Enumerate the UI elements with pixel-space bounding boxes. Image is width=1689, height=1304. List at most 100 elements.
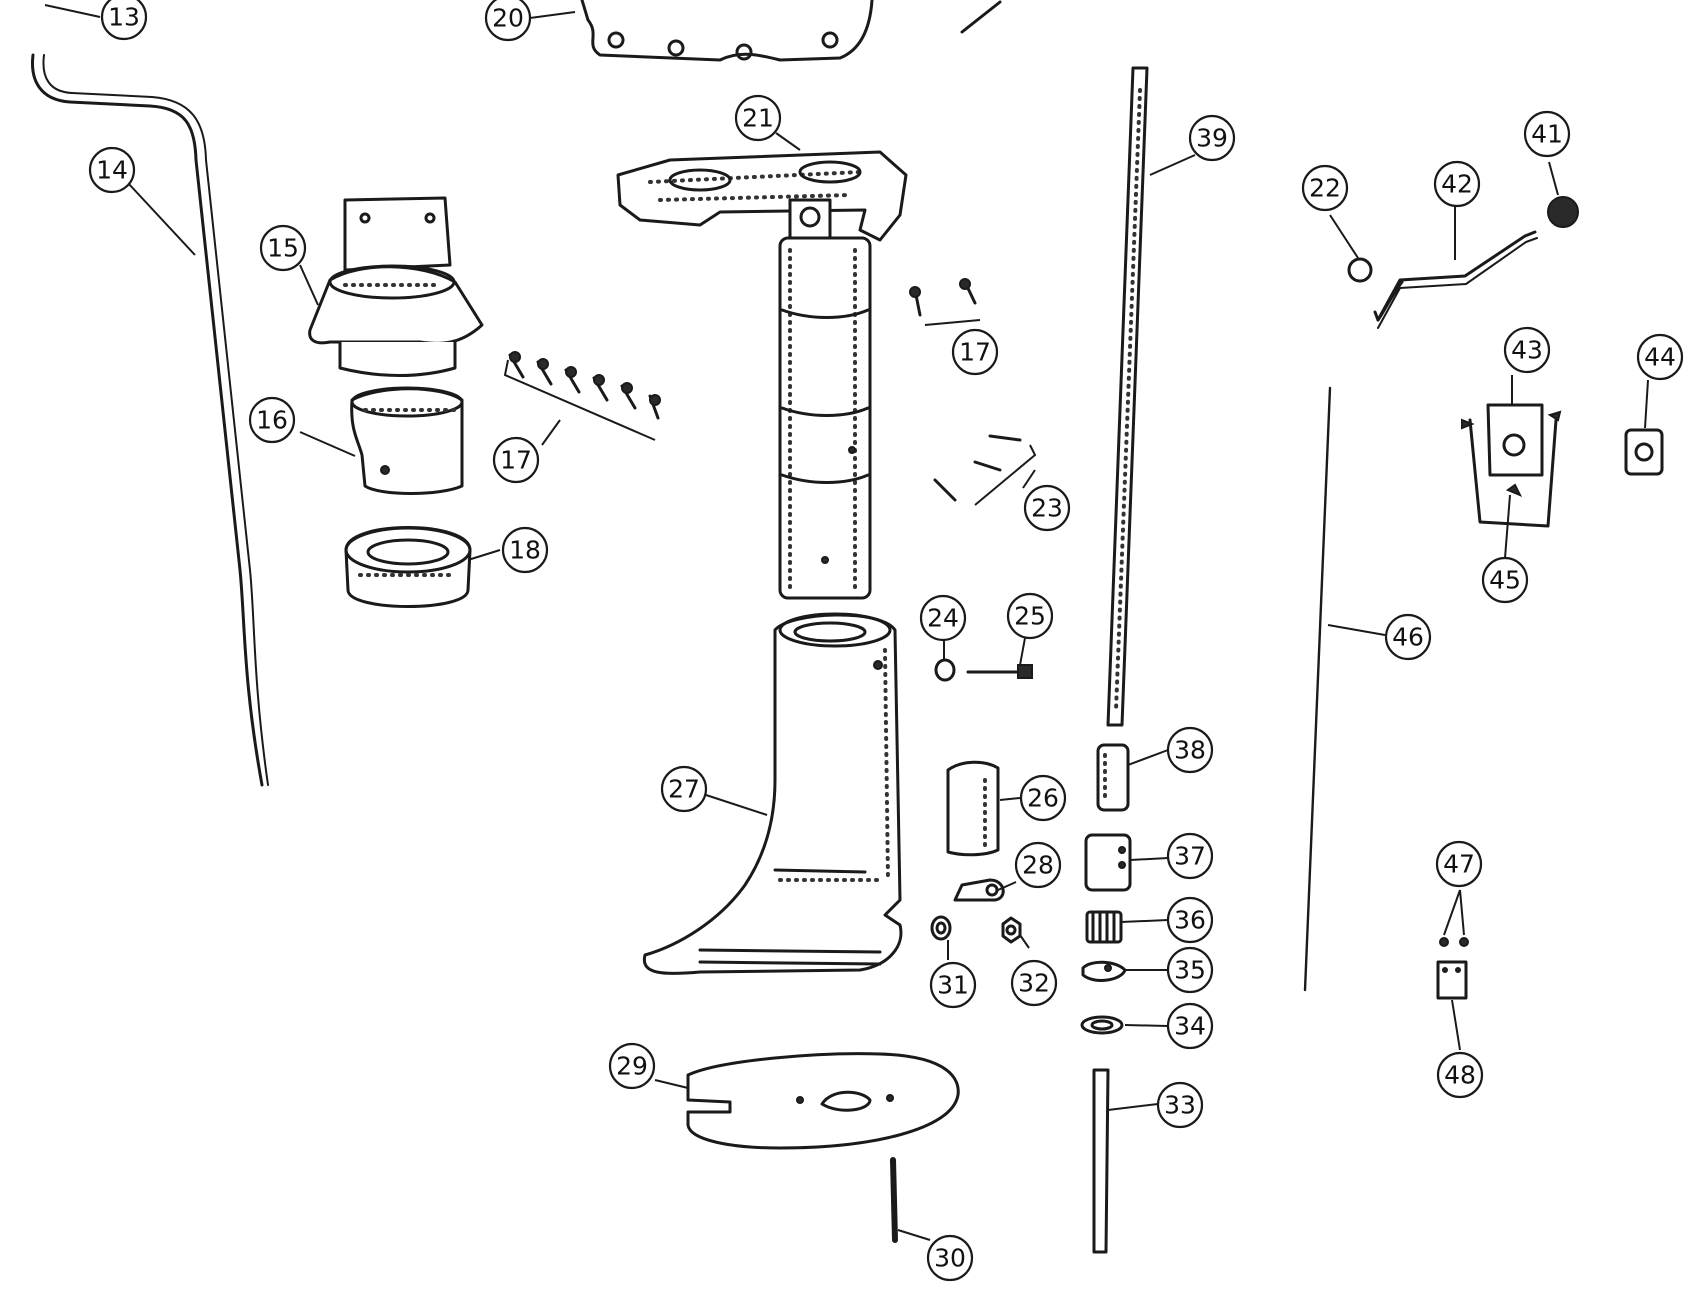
svg-text:13: 13 <box>108 3 140 32</box>
part-23-pins <box>933 434 1037 506</box>
callout-16: 16 <box>248 396 296 444</box>
part-44-plate <box>1624 428 1664 476</box>
svg-text:31: 31 <box>937 971 969 1000</box>
part-39-drive-shaft <box>1106 66 1149 727</box>
callout-24: 24 <box>919 594 967 642</box>
callout-15: 15 <box>259 224 307 272</box>
leader-lines <box>44 4 1649 1241</box>
svg-text:37: 37 <box>1174 842 1206 871</box>
svg-text:15: 15 <box>267 234 299 263</box>
svg-text:42: 42 <box>1441 170 1473 199</box>
callout-28: 28 <box>1014 841 1062 889</box>
callout-20: 20 <box>484 0 532 42</box>
callout-25: 25 <box>1006 592 1054 640</box>
svg-text:36: 36 <box>1174 906 1206 935</box>
part-36-gear <box>1085 910 1123 944</box>
part-26-insert <box>946 760 1000 857</box>
svg-text:27: 27 <box>668 775 700 804</box>
part-21-adapter-housing <box>616 150 908 600</box>
part-42-lever <box>1373 230 1538 329</box>
callout-17-right: 17 <box>951 328 999 376</box>
svg-text:39: 39 <box>1196 124 1228 153</box>
svg-text:43: 43 <box>1511 336 1543 365</box>
callout-38: 38 <box>1166 726 1214 774</box>
svg-text:35: 35 <box>1174 956 1206 985</box>
callout-35: 35 <box>1166 946 1214 994</box>
callout-37: 37 <box>1166 832 1214 880</box>
svg-text:38: 38 <box>1174 736 1206 765</box>
part-35-plate <box>1081 960 1127 982</box>
part-48-block <box>1436 960 1468 1000</box>
callout-14: 14 <box>88 146 136 194</box>
part-41-knob <box>1547 196 1579 228</box>
part-34-washer <box>1080 1015 1124 1035</box>
part-15-mount-cup <box>308 196 484 377</box>
svg-text:17: 17 <box>500 446 532 475</box>
callout-31: 31 <box>929 961 977 1009</box>
part-22-ring <box>1347 257 1373 283</box>
callout-44: 44 <box>1636 333 1684 381</box>
svg-text:45: 45 <box>1489 566 1521 595</box>
part-14-rod <box>30 53 269 787</box>
callout-29: 29 <box>608 1042 656 1090</box>
callout-32: 32 <box>1010 959 1058 1007</box>
callout-43: 43 <box>1503 326 1551 374</box>
callout-18: 18 <box>501 526 549 574</box>
callout-22: 22 <box>1301 164 1349 212</box>
svg-text:16: 16 <box>256 406 288 435</box>
svg-text:30: 30 <box>934 1244 966 1273</box>
svg-text:48: 48 <box>1444 1061 1476 1090</box>
callout-42: 42 <box>1433 160 1481 208</box>
svg-text:23: 23 <box>1031 494 1063 523</box>
part-28-bracket <box>953 878 1005 902</box>
callout-23: 23 <box>1023 484 1071 532</box>
part-30-stud <box>890 1157 898 1243</box>
svg-text:44: 44 <box>1644 343 1676 372</box>
callout-21: 21 <box>734 94 782 142</box>
callout-27: 27 <box>660 765 708 813</box>
part-25-bolt <box>966 664 1033 679</box>
svg-text:22: 22 <box>1309 174 1341 203</box>
svg-text:32: 32 <box>1018 969 1050 998</box>
svg-text:24: 24 <box>927 604 959 633</box>
svg-text:33: 33 <box>1164 1091 1196 1120</box>
part-38-bushing <box>1096 743 1130 812</box>
part-24-washer <box>934 658 956 682</box>
callout-47: 47 <box>1435 840 1483 888</box>
callout-26: 26 <box>1019 774 1067 822</box>
svg-text:41: 41 <box>1531 120 1563 149</box>
part-17-screws-left <box>503 351 661 441</box>
part-33-pin <box>1092 1068 1110 1254</box>
part-18-ring <box>344 526 472 608</box>
part-47-screws <box>1439 937 1469 947</box>
callout-34: 34 <box>1166 1002 1214 1050</box>
svg-text:46: 46 <box>1392 623 1424 652</box>
svg-text:18: 18 <box>509 536 541 565</box>
part-43-bracket <box>1461 403 1562 528</box>
part-37-coupler <box>1084 833 1132 892</box>
part-31-washer <box>930 915 952 941</box>
callout-39: 39 <box>1188 114 1236 162</box>
callout-36: 36 <box>1166 896 1214 944</box>
svg-text:14: 14 <box>96 156 128 185</box>
part-20-gasket <box>580 0 1002 62</box>
part-27-lower-housing <box>642 612 903 975</box>
svg-text:47: 47 <box>1443 850 1475 879</box>
svg-text:21: 21 <box>742 104 774 133</box>
callout-48: 48 <box>1436 1051 1484 1099</box>
callout-30: 30 <box>926 1234 974 1282</box>
part-32-nut <box>1001 916 1022 944</box>
callout-13: 13 <box>100 0 148 41</box>
callout-45: 45 <box>1481 556 1529 604</box>
callout-46: 46 <box>1384 613 1432 661</box>
svg-text:28: 28 <box>1022 851 1054 880</box>
svg-text:26: 26 <box>1027 784 1059 813</box>
svg-text:17: 17 <box>959 338 991 367</box>
part-45-screw <box>1505 483 1523 497</box>
svg-text:20: 20 <box>492 4 524 33</box>
svg-text:29: 29 <box>616 1052 648 1081</box>
part-16-sleeve <box>350 386 464 495</box>
callout-41: 41 <box>1523 110 1571 158</box>
callout-33: 33 <box>1156 1081 1204 1129</box>
